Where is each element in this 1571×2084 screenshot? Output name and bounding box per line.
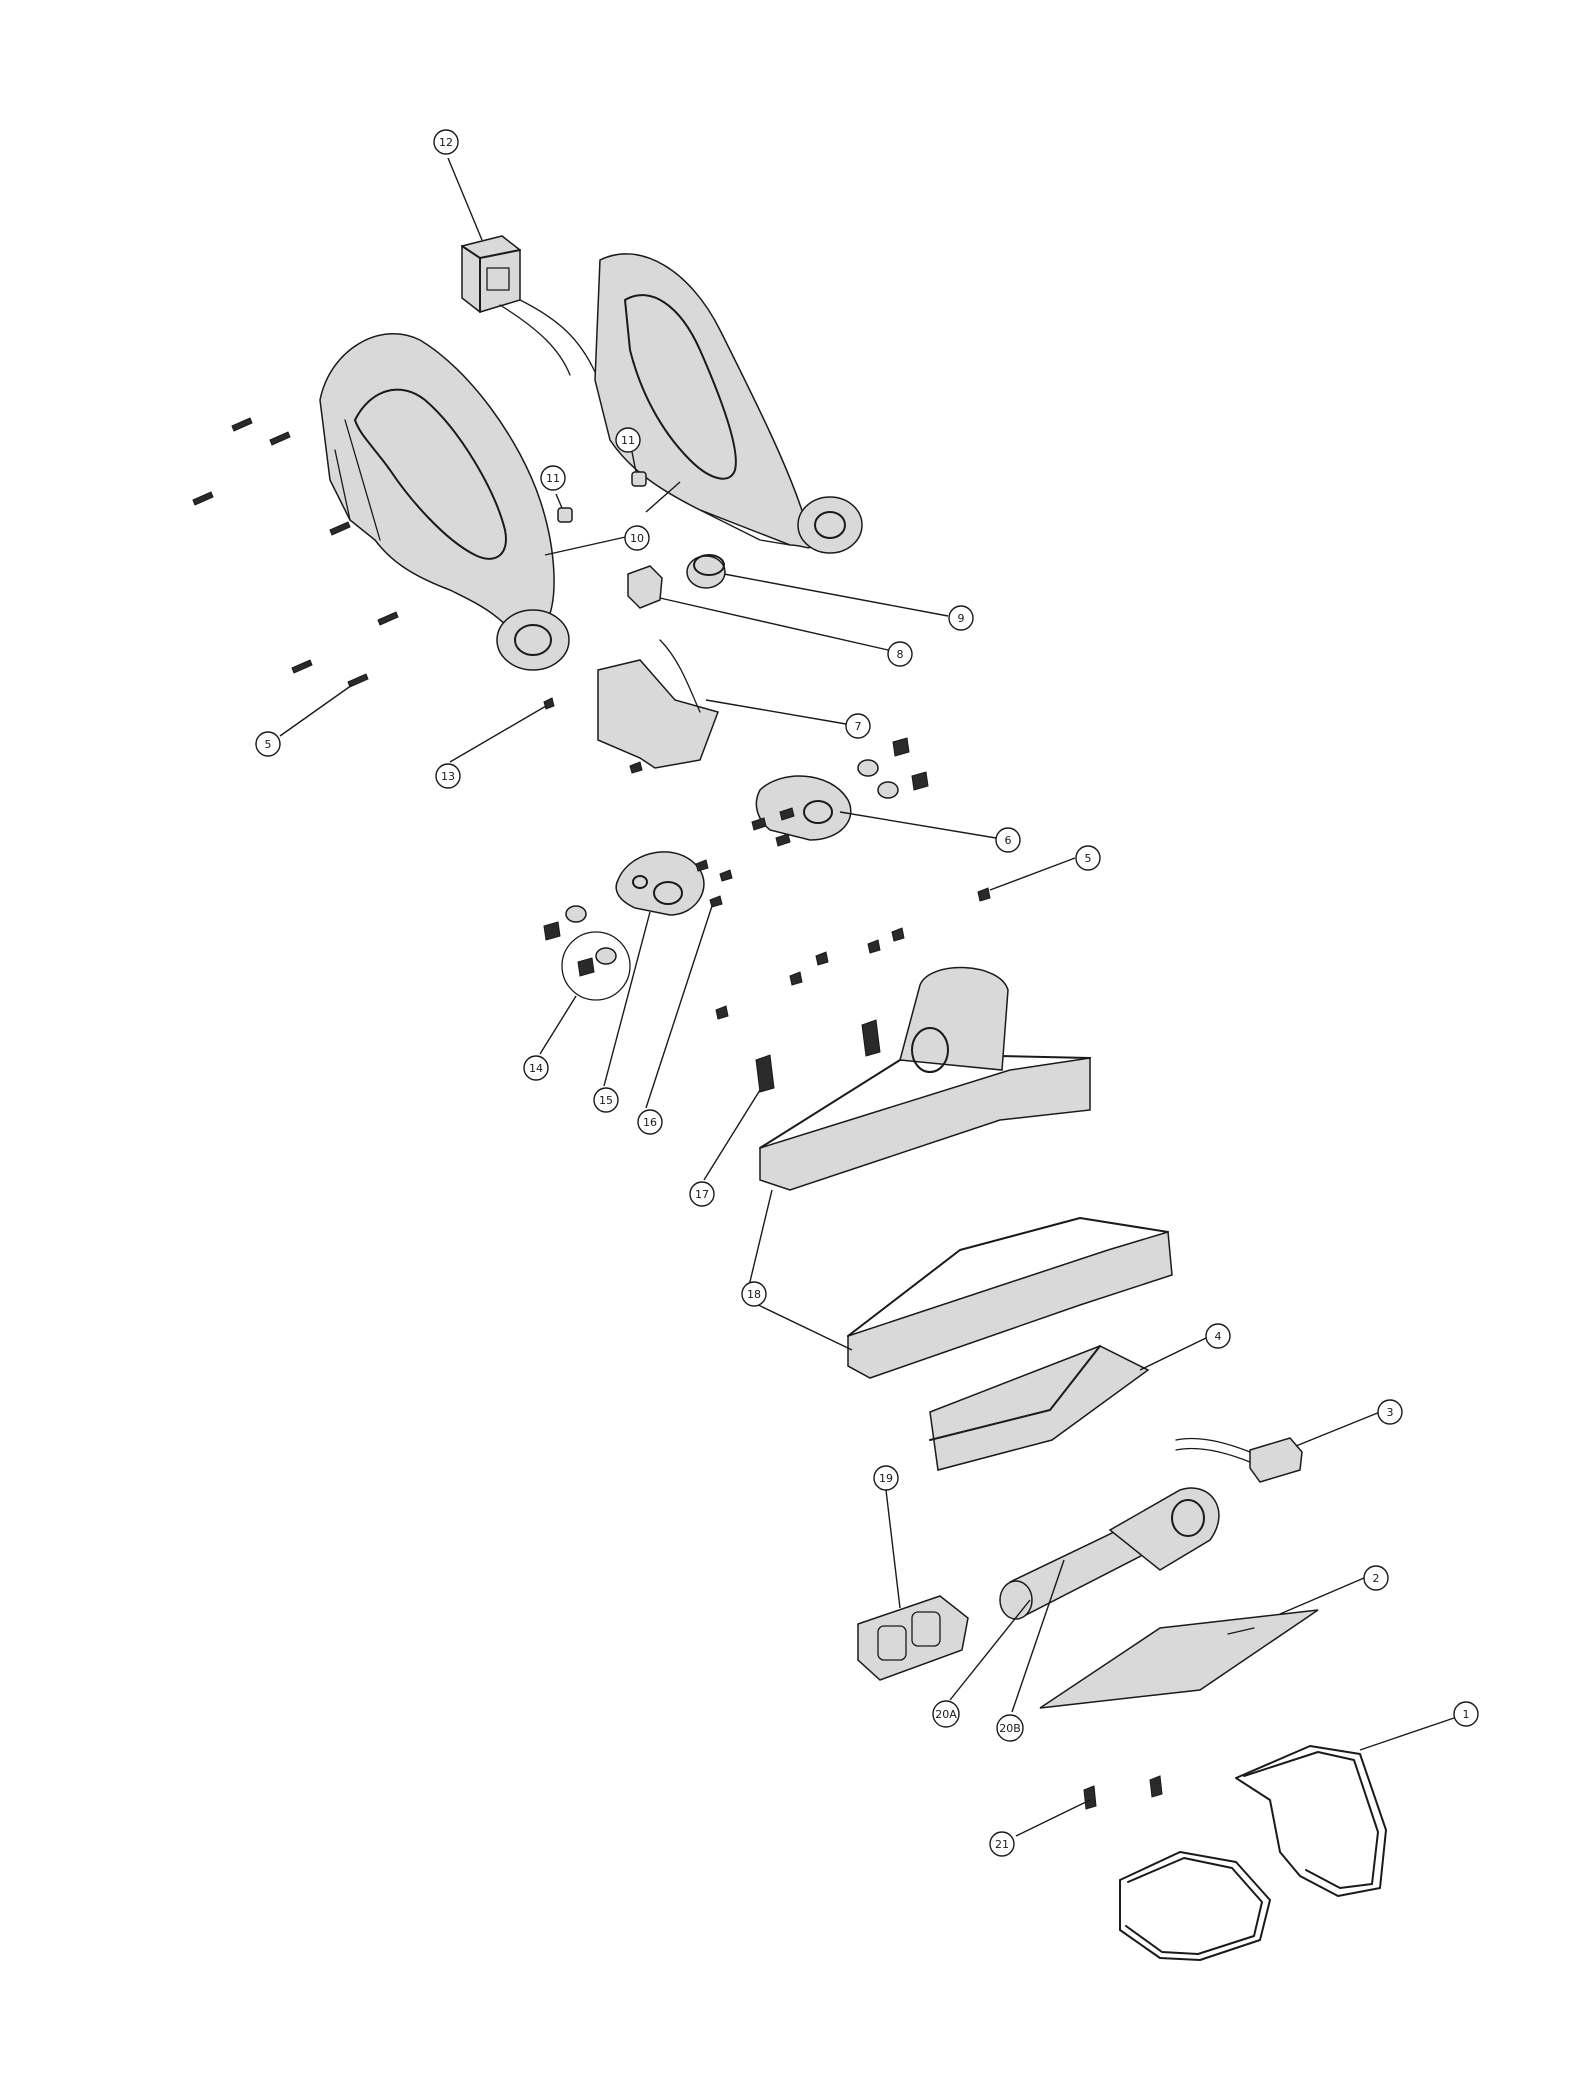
part-16-screws xyxy=(695,859,733,908)
callout-20b: 20B xyxy=(996,1714,1024,1742)
part-17-bolts xyxy=(755,1019,881,1093)
svg-text:9: 9 xyxy=(958,612,965,625)
svg-text:20B: 20B xyxy=(999,1722,1021,1735)
svg-text:20A: 20A xyxy=(935,1708,957,1721)
callout-19: 19 xyxy=(873,1465,899,1491)
part-5-screws-right xyxy=(715,887,991,1020)
svg-text:21: 21 xyxy=(995,1838,1009,1851)
callout-15: 15 xyxy=(593,1087,619,1113)
part-11-pins xyxy=(557,471,647,523)
part-1-wire-bail xyxy=(1119,1745,1387,1961)
part-4-cover xyxy=(929,1345,1150,1471)
svg-text:13: 13 xyxy=(441,770,455,783)
callout-17: 17 xyxy=(689,1181,715,1207)
svg-text:18: 18 xyxy=(747,1288,761,1301)
callout-6: 6 xyxy=(995,827,1021,853)
svg-text:10: 10 xyxy=(630,532,644,545)
callout-11: 11 xyxy=(540,465,566,491)
callout-10: 10 xyxy=(624,525,650,551)
callout-13: 13 xyxy=(435,763,461,789)
svg-text:4: 4 xyxy=(1215,1330,1222,1343)
leader-lines xyxy=(279,157,1455,1837)
callout-4: 4 xyxy=(1205,1323,1231,1349)
callout-9: 9 xyxy=(948,605,974,631)
part-15-plate xyxy=(615,851,705,916)
part-20-battery-assembly xyxy=(999,1487,1220,1620)
svg-text:1: 1 xyxy=(1463,1708,1470,1721)
part-18-base-housing-upper xyxy=(759,966,1091,1191)
callout-5: 5 xyxy=(1075,845,1101,871)
part-9-cap xyxy=(686,554,726,589)
part-6-plate xyxy=(751,737,929,847)
part-7-bracket xyxy=(597,639,719,774)
callout-8: 8 xyxy=(887,641,913,667)
part-8-block xyxy=(627,565,663,609)
svg-text:16: 16 xyxy=(643,1116,657,1129)
callout-20a: 20A xyxy=(932,1700,960,1728)
part-2-plate xyxy=(1039,1609,1319,1709)
svg-text:15: 15 xyxy=(599,1094,613,1107)
svg-text:2: 2 xyxy=(1373,1572,1380,1585)
svg-text:5: 5 xyxy=(265,738,272,751)
part-18-base-housing-lower xyxy=(847,1217,1173,1379)
svg-text:3: 3 xyxy=(1387,1406,1394,1419)
callout-12: 12 xyxy=(433,129,459,155)
svg-text:14: 14 xyxy=(529,1062,543,1075)
svg-text:5: 5 xyxy=(1085,852,1092,865)
callout-11: 11 xyxy=(615,427,641,453)
part-14-spring-assembly xyxy=(543,905,631,1001)
svg-text:19: 19 xyxy=(879,1472,893,1485)
callout-18: 18 xyxy=(741,1281,767,1307)
callout-7: 7 xyxy=(845,713,871,739)
part-12-switch xyxy=(461,235,596,376)
callout-16: 16 xyxy=(637,1109,663,1135)
part-10-handle-housing-left xyxy=(319,333,570,671)
part-5-screws-left xyxy=(192,417,399,688)
svg-text:7: 7 xyxy=(855,720,862,733)
callout-5: 5 xyxy=(255,731,281,757)
callout-1: 1 xyxy=(1453,1701,1479,1727)
svg-text:11: 11 xyxy=(546,472,560,485)
part-21-screws xyxy=(1083,1775,1163,1810)
callout-14: 14 xyxy=(523,1055,549,1081)
callout-3: 3 xyxy=(1377,1399,1403,1425)
svg-text:12: 12 xyxy=(439,136,453,149)
callout-2: 2 xyxy=(1363,1565,1389,1591)
svg-text:8: 8 xyxy=(897,648,904,661)
part-19-battery-holder xyxy=(857,1595,969,1681)
svg-text:6: 6 xyxy=(1005,834,1012,847)
part-3-connector xyxy=(1175,1437,1303,1483)
part-10-handle-housing-right xyxy=(594,253,863,554)
svg-text:11: 11 xyxy=(621,434,635,447)
svg-text:17: 17 xyxy=(695,1188,709,1201)
callout-21: 21 xyxy=(989,1831,1015,1857)
part-13-screw xyxy=(543,697,555,710)
